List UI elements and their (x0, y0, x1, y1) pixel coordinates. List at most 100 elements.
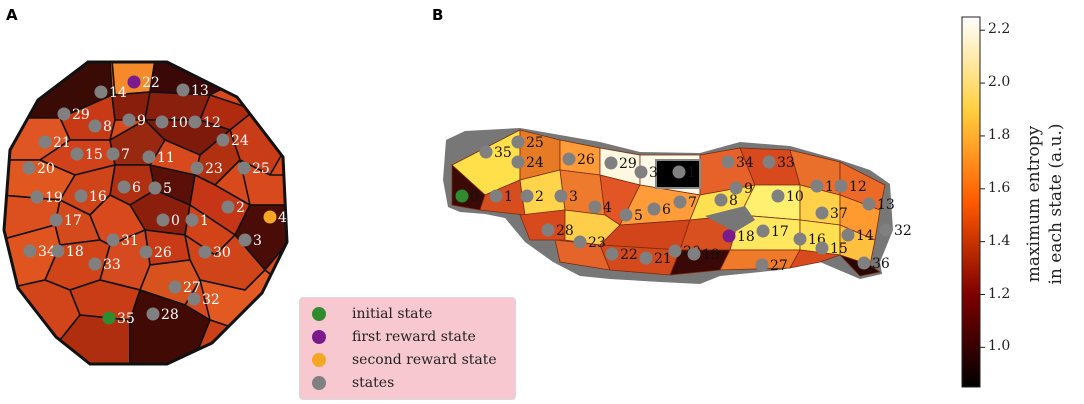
panel-b-state-label: 24 (526, 155, 544, 171)
panel-b-state-marker (879, 223, 893, 237)
panel-a-state-label: 5 (163, 181, 172, 197)
colorbar-label-line2: in each state (a.u.) (1046, 123, 1066, 285)
panel-a-state-marker (185, 213, 199, 227)
panel-a-state-label: 27 (183, 280, 201, 296)
panel-b-state-label: 2 (535, 189, 544, 205)
colorbar-tick-label: 1.8 (988, 126, 1011, 143)
panel-a-state-marker (198, 245, 212, 259)
panel-b-state-marker (479, 145, 493, 159)
panel-a-state-label: 0 (171, 213, 180, 229)
panel-a-state-marker (168, 280, 182, 294)
colorbar-label-line1: maximum entropy (1024, 125, 1044, 283)
panel-a-state-marker (38, 135, 52, 149)
colorbar-tick-label: 1.2 (988, 285, 1011, 302)
colorbar-tick-label: 1.6 (988, 179, 1011, 196)
panel-a-state-label: 6 (132, 180, 141, 196)
legend-marker-states (312, 376, 326, 390)
panel-b-state-marker (762, 155, 776, 169)
panel-b-state-marker (588, 200, 602, 214)
panel-a-state-marker (221, 200, 235, 214)
panel-a-state-marker (122, 113, 136, 127)
panel-b-state-marker (554, 189, 568, 203)
legend-item-initial: initial state (312, 304, 432, 324)
panel-a-state-marker (188, 115, 202, 129)
legend-item-first-reward: first reward state (312, 327, 476, 347)
panel-b-state-marker (520, 189, 534, 203)
panel-a-state-label: 21 (53, 135, 71, 151)
panel-a-state-label: 9 (137, 113, 146, 129)
panel-a-state-label: 19 (45, 190, 63, 206)
colorbar-label: maximum entropy in each state (a.u.) (1024, 24, 1066, 384)
panel-b-state-marker (687, 247, 701, 261)
panel-a-state-marker (30, 190, 44, 204)
panel-b-state-marker (841, 228, 855, 242)
colorbar-tick-label: 2.2 (988, 21, 1011, 38)
panel-a-state-label: 25 (252, 161, 270, 177)
panel-a-state-marker (156, 213, 170, 227)
panel-a-state-label: 30 (213, 245, 231, 261)
panel-a-state-marker (23, 244, 37, 258)
panel-a-state-marker (148, 181, 162, 195)
panel-a-state-label: 8 (103, 119, 112, 135)
legend-label-initial: initial state (352, 306, 433, 322)
panel-b-state-label: 9 (744, 181, 753, 197)
panel-b-state-marker (810, 179, 824, 193)
panel-b-state-label: 35 (494, 145, 512, 161)
panel-b-state-marker (511, 155, 525, 169)
panel-b-state-marker (721, 155, 735, 169)
panel-b-state-marker (619, 208, 633, 222)
panel-b-state-marker (673, 195, 687, 209)
panel-a-state-marker (237, 161, 251, 175)
panel-a-state-marker (57, 107, 71, 121)
panel-b-state-marker (857, 256, 871, 270)
panel-b-state-marker (815, 206, 829, 220)
panel-a-state-marker (117, 180, 131, 194)
colorbar (961, 16, 981, 388)
panel-a-state-label: 10 (170, 115, 188, 131)
panel-a-state-marker (146, 307, 160, 321)
panel-a-state-marker (102, 311, 116, 325)
panel-a-state-label: 7 (121, 147, 130, 163)
panel-a-state-label: 32 (202, 292, 220, 308)
panel-b-state-label: 14 (856, 228, 874, 244)
legend: initial state first reward state second … (299, 297, 516, 400)
legend-label-states: states (352, 375, 395, 391)
panel-a-state-marker (74, 189, 88, 203)
panel-b-state-marker (714, 193, 728, 207)
panel-b-state-label: 27 (770, 258, 788, 274)
panel-b-state-label: 34 (736, 155, 754, 171)
panel-a-state-label: 15 (85, 147, 103, 163)
panel-b-state-marker (489, 189, 503, 203)
panel-b-state-label: 18 (737, 229, 755, 245)
panel-b-state-label: 22 (620, 247, 638, 263)
panel-b-state-marker (634, 165, 648, 179)
panel-a-state-label: 1 (200, 213, 209, 229)
panel-a-state-label: 12 (203, 115, 221, 131)
legend-item-states: states (312, 373, 394, 393)
panel-a-state-marker (49, 213, 63, 227)
panel-a-state-label: 4 (278, 210, 287, 226)
legend-marker-first-reward (312, 330, 326, 344)
panel-b-state-label: 19 (702, 247, 720, 263)
panel-a-state-label: 2 (236, 200, 245, 216)
panel-b-state-marker (771, 189, 785, 203)
panel-b-state-marker (756, 224, 770, 238)
legend-label-second-reward: second reward state (352, 352, 497, 368)
panel-b-state-marker (729, 181, 743, 195)
panel-a-state-marker (127, 75, 141, 89)
panel-a-state-label: 14 (109, 85, 127, 101)
panel-b-state-label: 7 (688, 195, 697, 211)
colorbar-tick-label: 1.0 (988, 338, 1011, 355)
panel-a-state-marker (216, 133, 230, 147)
panel-a-state-label: 20 (37, 161, 55, 177)
legend-item-second-reward: second reward state (312, 350, 497, 370)
panel-b-state-marker (541, 223, 555, 237)
panel-a-state-label: 13 (191, 83, 209, 99)
panel-a-state-marker (51, 244, 65, 258)
panel-a-state-label: 33 (103, 257, 121, 273)
panel-b-state-label: 21 (654, 251, 672, 267)
panel-b-state-label: 26 (577, 152, 595, 168)
legend-marker-initial (312, 307, 326, 321)
